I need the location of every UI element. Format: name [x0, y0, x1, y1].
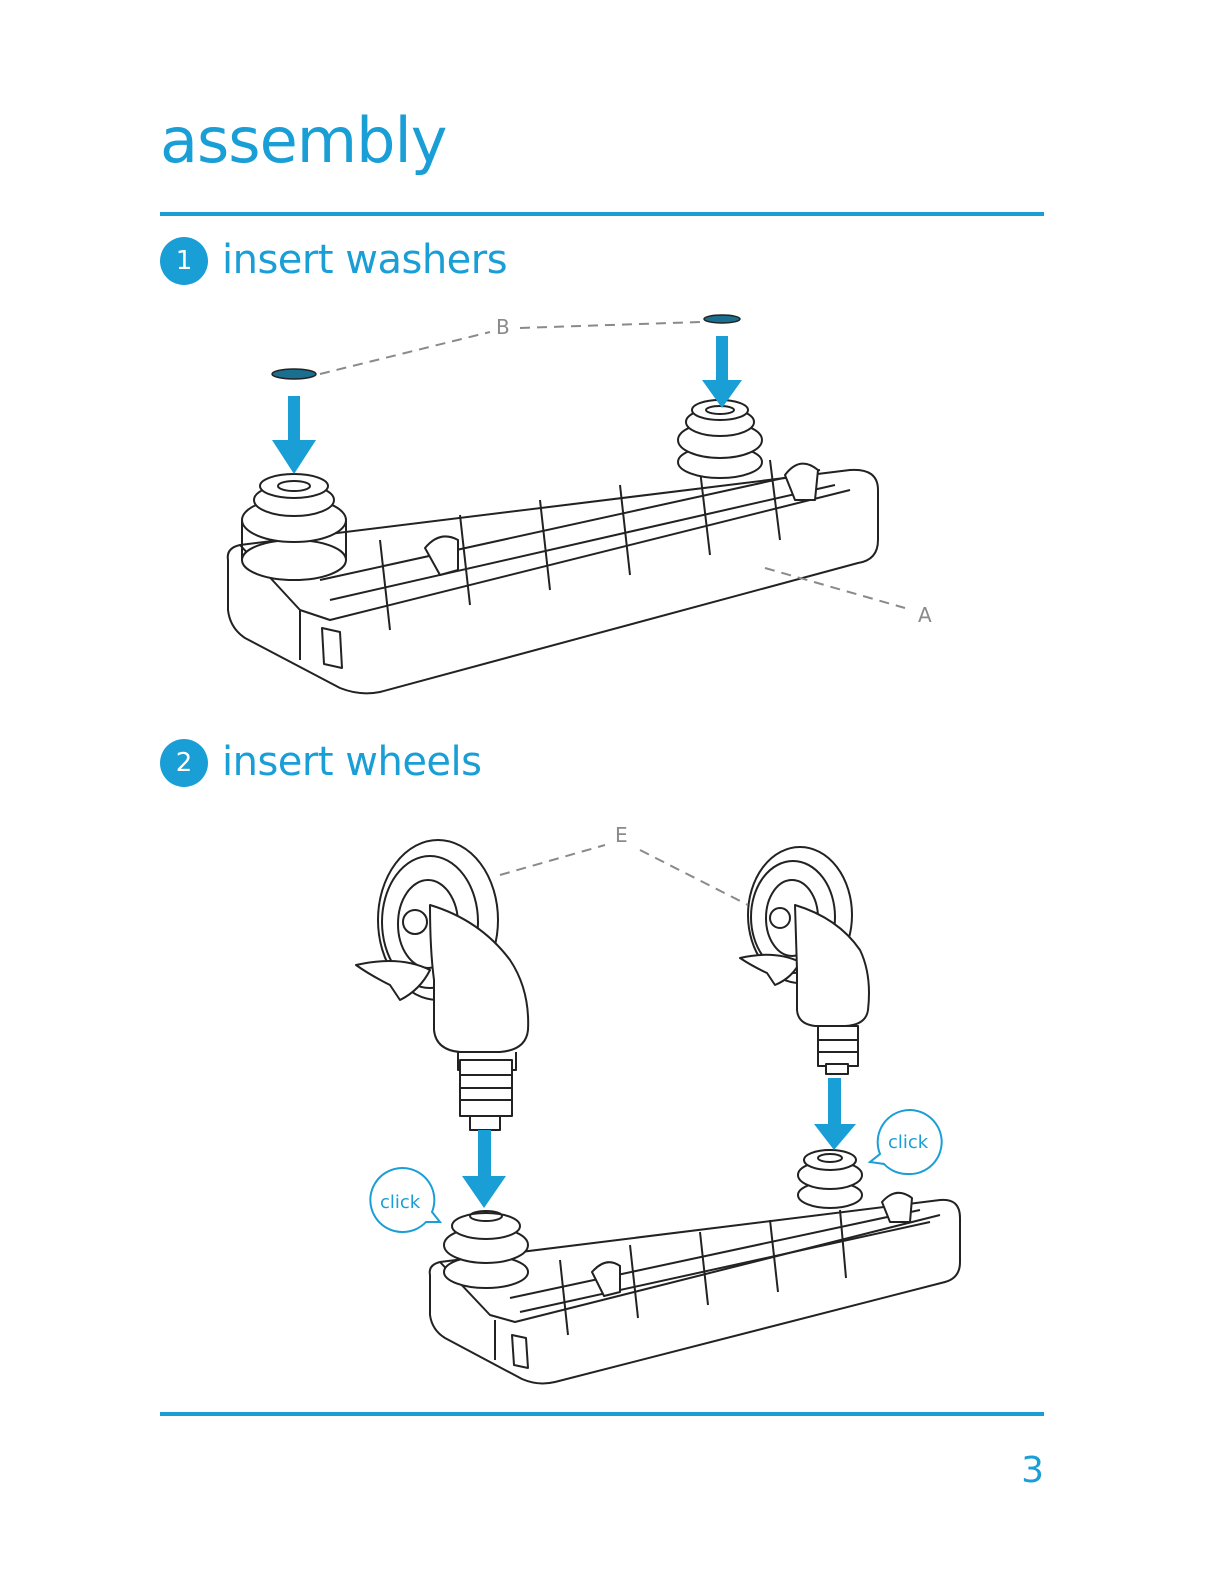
click-label-right: click: [888, 1132, 929, 1153]
wheel-left: [356, 840, 528, 1130]
wheel-right: [740, 847, 869, 1074]
page-number: 3: [1021, 1450, 1044, 1491]
click-label-left: click: [380, 1192, 421, 1213]
bottom-divider: [160, 1412, 1044, 1416]
label-E: E: [615, 823, 628, 847]
arrows-2: [462, 1078, 856, 1208]
